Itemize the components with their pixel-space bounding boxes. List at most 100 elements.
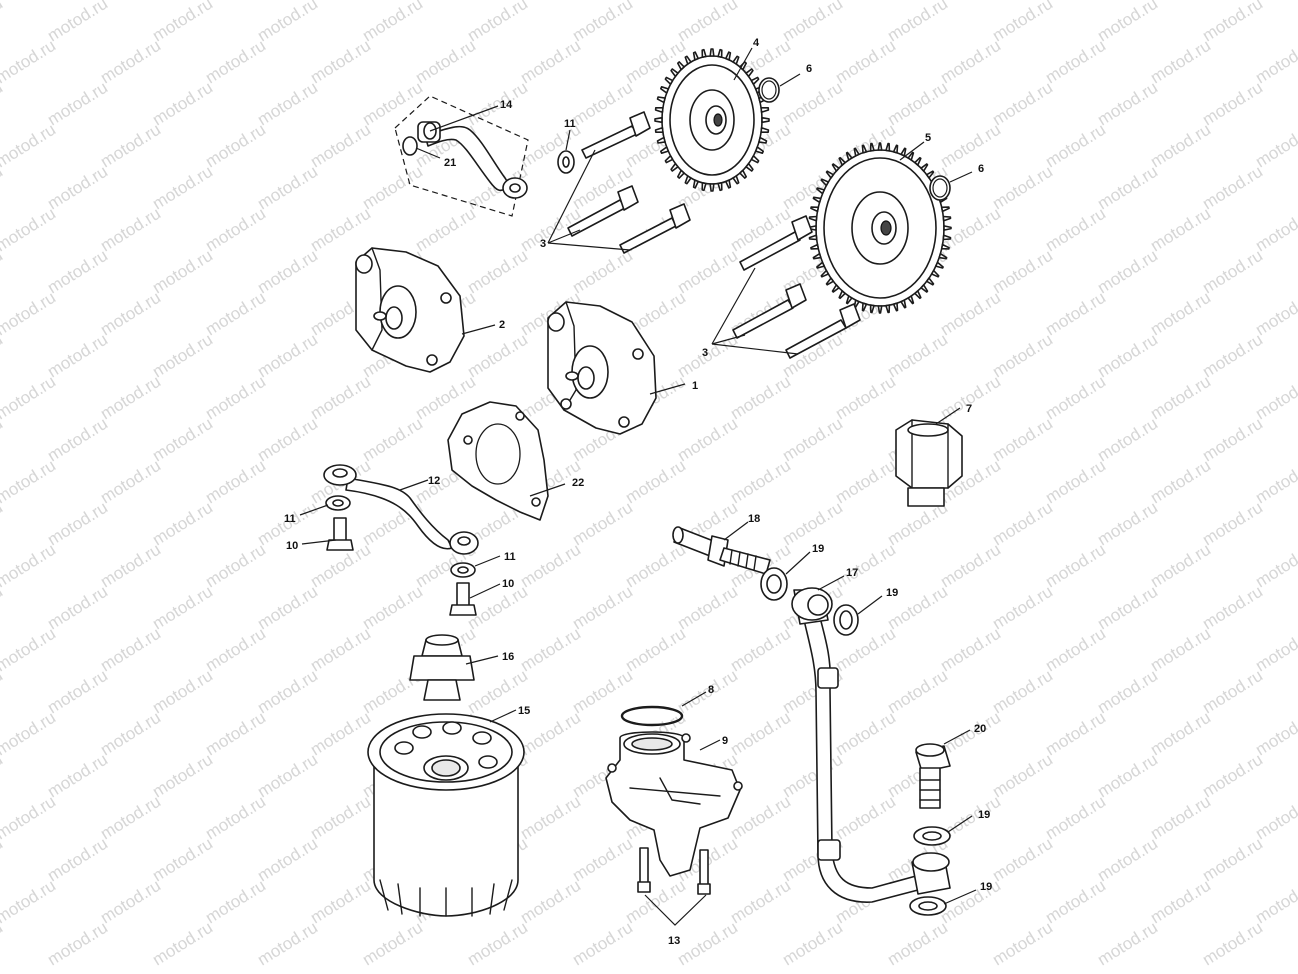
watermark-text: motod.ru <box>779 0 846 45</box>
watermark-text: motod.ru <box>44 0 111 45</box>
watermark-text: motod.ru <box>97 708 164 760</box>
callout-2: 2 <box>499 319 505 331</box>
gear-tooth <box>914 290 922 300</box>
gear-tooth <box>732 55 740 65</box>
gear-tooth <box>907 295 915 305</box>
gear-tooth <box>816 261 826 269</box>
watermark-text: motod.ru <box>674 582 741 634</box>
watermark-text: motod.ru <box>97 876 164 928</box>
gear-tooth <box>920 163 929 172</box>
watermark-text: motod.ru <box>307 708 374 760</box>
watermark-text: motod.ru <box>0 708 59 760</box>
gear-tooth <box>825 277 835 286</box>
watermark-text: motod.ru <box>464 0 531 45</box>
watermark-text: motod.ru <box>0 120 59 172</box>
gear-tooth <box>656 96 666 104</box>
watermark-text: motod.ru <box>779 750 846 802</box>
gear-tooth <box>750 76 760 85</box>
watermark-text: motod.ru <box>1147 36 1214 88</box>
gear-tooth <box>820 178 830 187</box>
part-16-filter-adapter <box>409 634 475 701</box>
watermark-text: motod.ru <box>307 36 374 88</box>
watermark-text: motod.ru <box>412 204 479 256</box>
watermark-text: motod.ru <box>727 372 794 424</box>
leader-lines <box>299 47 977 926</box>
watermark-text: motod.ru <box>97 288 164 340</box>
watermark-text: motod.ru <box>254 330 321 382</box>
part-19-washer-b <box>833 604 859 636</box>
watermark-text: motod.ru <box>1094 414 1161 466</box>
gear-tooth <box>684 55 692 65</box>
gear-tooth <box>825 170 835 179</box>
watermark-text: motod.ru <box>149 750 216 802</box>
watermark-text: motod.ru <box>44 666 111 718</box>
gear-tooth <box>760 107 770 113</box>
watermark-text: motod.ru <box>884 330 951 382</box>
gear-tooth <box>925 277 935 286</box>
callout-14: 14 <box>500 99 513 111</box>
gear-tooth <box>831 163 840 172</box>
watermark-text: motod.ru <box>989 750 1056 802</box>
watermark-text: motod.ru <box>1252 876 1298 928</box>
callout-9: 9 <box>722 735 728 747</box>
watermark-text: motod.ru <box>727 624 794 676</box>
gear-tooth <box>869 304 875 314</box>
watermark-text: motod.ru <box>1252 792 1298 844</box>
watermark-text: motod.ru <box>517 540 584 592</box>
watermark-text: motod.ru <box>569 582 636 634</box>
watermark-text: motod.ru <box>97 792 164 844</box>
watermark-text: motod.ru <box>569 918 636 970</box>
gear-tooth <box>810 206 820 213</box>
part-13-bolts <box>637 847 711 895</box>
watermark-text: motod.ru <box>412 0 479 3</box>
callout-11-left: 11 <box>284 513 296 525</box>
gear-tooth <box>943 225 952 231</box>
watermark-text: motod.ru <box>44 750 111 802</box>
gear-tooth <box>664 155 674 164</box>
callout-15: 15 <box>518 705 530 717</box>
part-14-pipe <box>394 95 529 217</box>
watermark-text: motod.ru <box>569 834 636 886</box>
gear-tooth <box>812 196 822 204</box>
gear-tooth <box>940 243 950 250</box>
watermark-text: motod.ru <box>779 918 846 970</box>
gear-tooth <box>920 284 929 293</box>
watermark-text: motod.ru <box>1094 498 1161 550</box>
gear-tooth <box>907 151 915 161</box>
watermark-text: motod.ru <box>97 0 164 3</box>
callout-6-top: 6 <box>806 63 812 75</box>
watermark-text: motod.ru <box>1042 876 1109 928</box>
part-1-oil-pump-right <box>547 301 657 435</box>
watermark-text: motod.ru <box>989 0 1056 45</box>
watermark-text: motod.ru <box>44 582 111 634</box>
watermark-text: motod.ru <box>937 372 1004 424</box>
callout-19-d: 19 <box>980 881 992 893</box>
watermark-text: motod.ru <box>1252 540 1298 592</box>
callout-11-mid: 11 <box>504 551 516 563</box>
part-11-washer-left <box>325 495 351 511</box>
watermark-text: motod.ru <box>0 876 59 928</box>
watermark-text: motod.ru <box>937 0 1004 3</box>
watermark-text: motod.ru <box>464 246 531 298</box>
watermark-text: motod.ru <box>727 456 794 508</box>
watermark-text: motod.ru <box>0 0 59 3</box>
gear-tooth <box>701 182 707 192</box>
watermark-text: motod.ru <box>1147 624 1214 676</box>
watermark-text: motod.ru <box>1042 204 1109 256</box>
callout-12: 12 <box>428 475 440 487</box>
gear-tooth <box>701 48 707 59</box>
watermark-text: motod.ru <box>569 246 636 298</box>
watermark-text: motod.ru <box>727 792 794 844</box>
gear-tooth <box>925 170 935 179</box>
watermark-text: motod.ru <box>1042 372 1109 424</box>
watermark-text: motod.ru <box>1199 246 1266 298</box>
callout-16: 16 <box>502 651 514 663</box>
watermark-text: motod.ru <box>44 918 111 970</box>
watermark-text: motod.ru <box>832 540 899 592</box>
part-18-oil-pressure-sensor <box>672 526 771 575</box>
gear-tooth <box>750 155 760 164</box>
watermark-text: motod.ru <box>44 834 111 886</box>
gear-tooth <box>654 107 664 113</box>
watermark-text: motod.ru <box>884 0 951 45</box>
watermark-text: motod.ru <box>1094 78 1161 130</box>
